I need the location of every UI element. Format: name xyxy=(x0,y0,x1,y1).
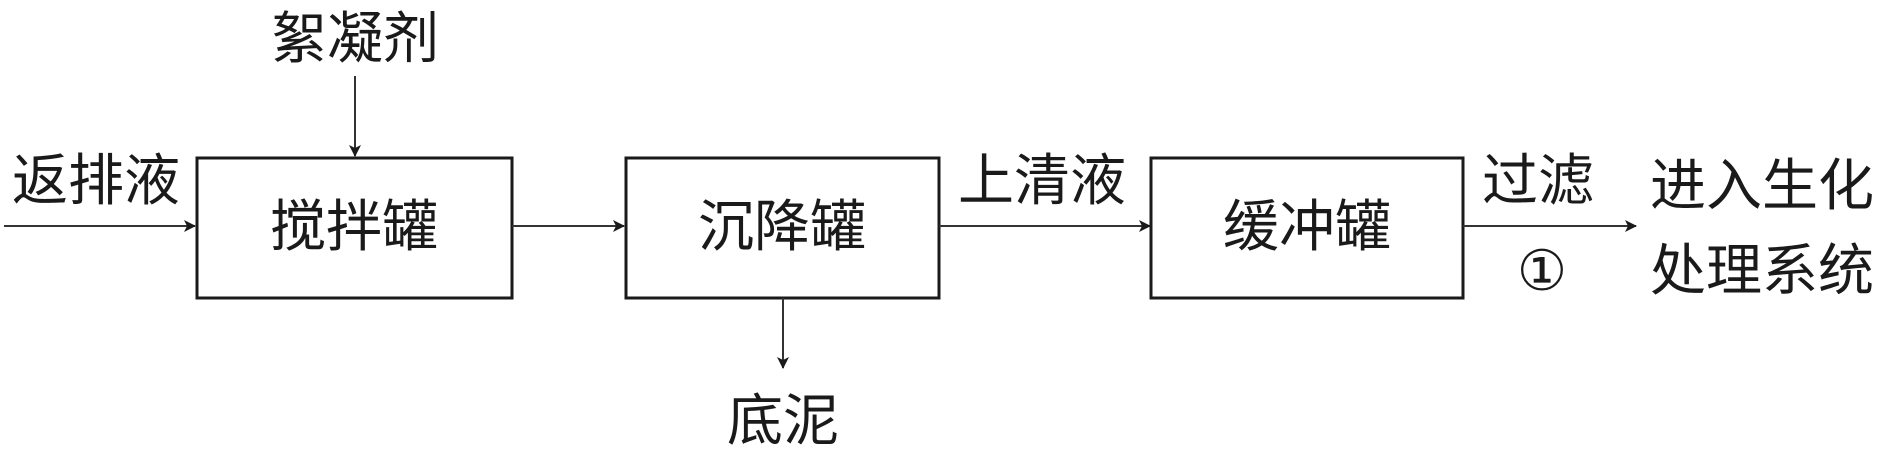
sludge-label: 底泥 xyxy=(727,389,839,454)
buffer-tank-box xyxy=(1149,156,1465,300)
step-marker: ① xyxy=(1517,239,1567,304)
supernatant-label: 上清液 xyxy=(958,149,1126,214)
mixing-tank-box xyxy=(195,156,514,300)
return-liquid-label: 返排液 xyxy=(12,149,180,214)
mixing-tank-label: 搅拌罐 xyxy=(270,195,438,260)
flocculant-label: 絮凝剂 xyxy=(271,7,439,72)
output-label-line1: 进入生化 xyxy=(1650,154,1874,219)
settling-tank-label: 沉降罐 xyxy=(698,195,866,260)
settling-tank-box xyxy=(624,156,941,300)
buffer-tank-label: 缓冲罐 xyxy=(1223,195,1391,260)
filtration-label: 过滤 xyxy=(1482,149,1594,214)
output-label-line2: 处理系统 xyxy=(1650,239,1874,304)
